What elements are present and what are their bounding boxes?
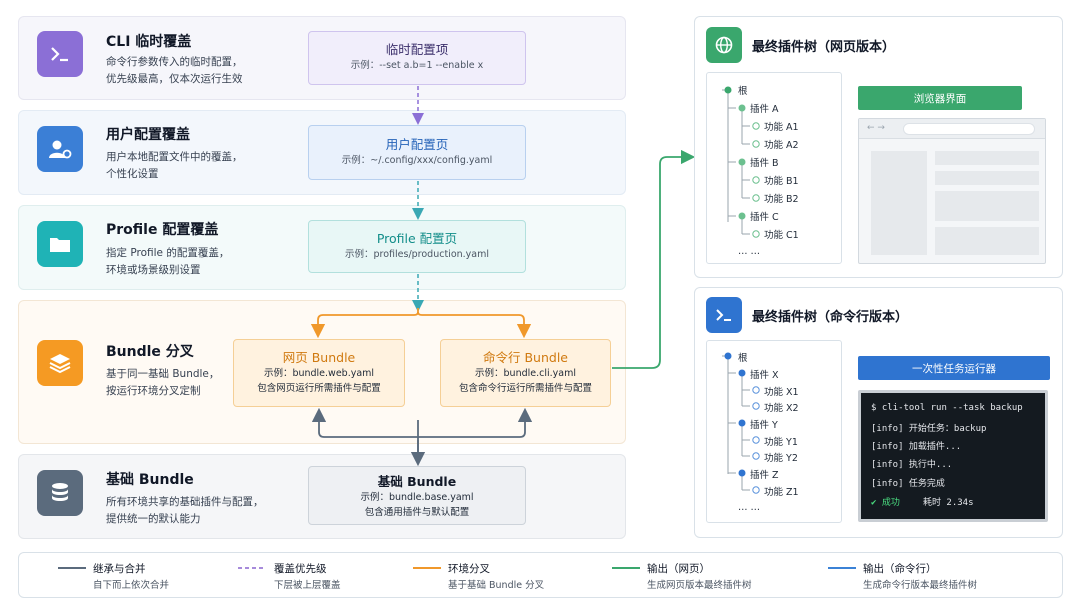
legend-swatches [58, 567, 856, 569]
legend [18, 552, 1063, 598]
profile-config-node: Profile 配置页 示例：profiles/production.yaml [308, 220, 526, 273]
layers-icon [37, 340, 83, 386]
tree-item: 功能 X2 [764, 403, 799, 414]
legend-label: 输出（命令行） [863, 563, 937, 575]
user-settings-icon [37, 126, 83, 172]
band-desc: 命令行参数传入的临时配置，优先级最高，仅本次运行生效 [106, 56, 243, 85]
base-bundle-node: 基础 Bundle 示例：bundle.base.yaml 包含通用插件与默认配… [308, 466, 526, 525]
tree-item: … … [738, 502, 761, 513]
terminal-window: $ cli-tool run --task backup [info] 开始任务… [858, 390, 1048, 522]
tree-item: 功能 B2 [764, 194, 799, 205]
band-desc: 基于同一基础 Bundle，按运行环境分叉定制 [106, 368, 220, 397]
panel-title: 最终插件树（网页版本） [752, 40, 896, 55]
terminal-line: [info] 加载插件... [871, 442, 962, 452]
terminal-success: ✔ 成功 [871, 498, 900, 508]
terminal-icon [37, 31, 83, 77]
legend-sub: 下层被上层覆盖 [274, 580, 341, 591]
tree-item: 功能 C1 [764, 230, 799, 241]
band-desc: 指定 Profile 的配置覆盖，环境或场景级别设置 [106, 247, 230, 276]
tree-item: 插件 A [750, 104, 779, 115]
browser-block [935, 151, 1039, 165]
legend-label: 环境分叉 [448, 563, 490, 575]
tree-item: 功能 Y1 [764, 437, 798, 448]
back-icon: ← → [867, 123, 885, 133]
database-icon [37, 470, 83, 516]
tree-item: 功能 X1 [764, 387, 799, 398]
legend-label: 输出（网页） [647, 563, 710, 575]
folder-icon [37, 221, 83, 267]
browser-label: 浏览器界面 [858, 86, 1022, 110]
legend-sub: 基于基础 Bundle 分叉 [448, 580, 545, 591]
address-bar [903, 123, 1035, 135]
legend-label: 覆盖优先级 [274, 563, 327, 575]
browser-mockup: ← → [858, 118, 1046, 264]
legend-sub: 生成命令行版本最终插件树 [863, 580, 978, 591]
tree-item: 功能 A1 [764, 122, 799, 133]
tree-item: 插件 X [750, 370, 779, 381]
tree-item: 插件 Y [750, 420, 778, 431]
band-title: CLI 临时覆盖 [106, 34, 192, 50]
runner-label: 一次性任务运行器 [858, 356, 1050, 380]
band-desc: 用户本地配置文件中的覆盖，个性化设置 [106, 151, 243, 180]
tree-item: 功能 Z1 [764, 487, 799, 498]
cli-tree [706, 340, 842, 523]
browser-block [935, 171, 1039, 185]
band-title: Bundle 分叉 [106, 344, 194, 360]
web-bundle-node: 网页 Bundle 示例：bundle.web.yaml 包含网页运行所需插件与… [233, 339, 405, 407]
band-title: 基础 Bundle [106, 472, 194, 488]
legend-sub: 生成网页版本最终插件树 [647, 580, 752, 591]
web-tree [706, 72, 842, 264]
terminal-line: [info] 执行中... [871, 460, 953, 470]
panel-title: 最终插件树（命令行版本） [752, 310, 909, 325]
tree-item: … … [738, 246, 761, 257]
tree-item: 插件 C [750, 212, 779, 223]
tree-item: 功能 B1 [764, 176, 799, 187]
terminal-line: [info] 开始任务：backup [871, 424, 987, 434]
tree-item: 插件 Z [750, 470, 779, 481]
web-tree-lines [722, 86, 760, 238]
terminal-time: 耗时 2.34s [923, 498, 974, 508]
band-title: Profile 配置覆盖 [106, 222, 219, 238]
tree-item: 根 [738, 86, 748, 97]
terminal-line: [info] 任务完成 [871, 479, 945, 489]
tree-item: 功能 A2 [764, 140, 799, 151]
cli-bundle-node: 命令行 Bundle 示例：bundle.cli.yaml 包含命令行运行所需插… [440, 339, 611, 407]
terminal-line: $ cli-tool run --task backup [871, 403, 1023, 413]
browser-block [935, 191, 1039, 221]
browser-sidebar [871, 151, 927, 255]
band-title: 用户配置覆盖 [106, 127, 190, 143]
terminal-icon [706, 297, 742, 333]
tree-item: 插件 B [750, 158, 779, 169]
globe-icon [706, 27, 742, 63]
browser-block [935, 227, 1039, 255]
user-config-node: 用户配置页 示例：~/.config/xxx/config.yaml [308, 125, 526, 180]
band-desc: 所有环境共享的基础插件与配置，提供统一的默认能力 [106, 496, 264, 525]
cli-tree-lines [722, 352, 760, 494]
legend-label: 继承与合并 [93, 563, 146, 575]
cli-override-node: 临时配置项 示例：--set a.b=1 --enable x [308, 31, 526, 85]
tree-item: 根 [738, 353, 748, 364]
legend-sub: 自下而上依次合并 [93, 580, 170, 591]
tree-item: 功能 Y2 [764, 453, 798, 464]
